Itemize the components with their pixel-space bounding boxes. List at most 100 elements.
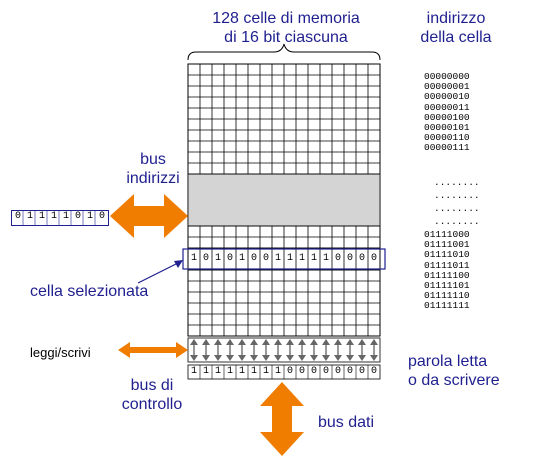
rw-arrow-up bbox=[286, 339, 294, 345]
memory-brace bbox=[187, 43, 381, 61]
address-entry: 00000110 bbox=[424, 132, 470, 144]
rw-arrow-up bbox=[202, 339, 210, 345]
data-bit: 1 bbox=[238, 366, 245, 377]
rw-arrow-up bbox=[214, 339, 222, 345]
address-entry: 01111101 bbox=[424, 280, 470, 292]
rw-arrow-down bbox=[262, 355, 270, 361]
data-bit: 1 bbox=[202, 366, 209, 377]
rw-arrow-up bbox=[358, 339, 366, 345]
data-bit: 0 bbox=[358, 366, 365, 377]
address-entry: 00000101 bbox=[424, 122, 470, 134]
address-bit: 1 bbox=[26, 211, 33, 222]
address-entry: 01111010 bbox=[424, 249, 470, 261]
data-bit: 1 bbox=[250, 366, 257, 377]
rw-arrow-down bbox=[274, 355, 282, 361]
address-bit: 0 bbox=[14, 211, 21, 222]
cell-bit: 1 bbox=[286, 253, 293, 264]
rw-arrow-down bbox=[214, 355, 222, 361]
address-bit: 0 bbox=[74, 211, 81, 222]
bus-controllo-label: bus di controllo bbox=[121, 377, 183, 413]
cell-bit: 0 bbox=[346, 253, 353, 264]
rw-arrow-up bbox=[226, 339, 234, 345]
data-register: 1 1 1 1 1 1 1 1 0 0 0 0 0 0 0 0 bbox=[188, 366, 380, 380]
rw-arrow-up bbox=[310, 339, 318, 345]
cell-bit: 0 bbox=[262, 253, 269, 264]
rw-arrow-down bbox=[310, 355, 318, 361]
data-bit: 0 bbox=[334, 366, 341, 377]
cell-bit: 0 bbox=[250, 253, 257, 264]
rw-arrow-down bbox=[250, 355, 258, 361]
data-bit: 1 bbox=[190, 366, 197, 377]
rw-arrow-up bbox=[262, 339, 270, 345]
data-bit: 1 bbox=[262, 366, 269, 377]
cell-bit: 1 bbox=[274, 253, 281, 264]
cell-bit: 1 bbox=[322, 253, 329, 264]
address-title: indirizzo della cella bbox=[420, 10, 492, 46]
address-dots: ........ ........ ........ ........ bbox=[434, 176, 480, 228]
selected-cell-highlight bbox=[182, 248, 386, 270]
data-bit: 0 bbox=[310, 366, 317, 377]
address-entry: 01111011 bbox=[424, 259, 470, 271]
cella-selezionata-label: cella selezionata bbox=[30, 283, 149, 300]
address-entry: 00000001 bbox=[424, 81, 470, 93]
address-bit: 1 bbox=[86, 211, 93, 222]
rw-arrow-down bbox=[370, 355, 378, 361]
address-entry: 00000011 bbox=[424, 101, 470, 113]
cell-bit: 1 bbox=[238, 253, 245, 264]
parola-label: parola letta o da scrivere bbox=[408, 353, 500, 389]
memory-gap-band bbox=[187, 173, 381, 227]
bus-indirizzi-label: bus indirizzi bbox=[126, 151, 180, 187]
data-bit: 0 bbox=[370, 366, 377, 377]
rw-arrow-up bbox=[298, 339, 306, 345]
leggi-scrivi-label: leggi/scrivi bbox=[30, 345, 91, 360]
address-entry: 00000010 bbox=[424, 91, 470, 103]
cell-bit: 0 bbox=[358, 253, 365, 264]
data-bit: 0 bbox=[322, 366, 329, 377]
rw-arrow-up bbox=[322, 339, 330, 345]
rw-arrow-up bbox=[346, 339, 354, 345]
cell-bit: 0 bbox=[202, 253, 209, 264]
selection-pointer-head bbox=[174, 260, 183, 268]
rw-arrow-up bbox=[274, 339, 282, 345]
rw-arrow-down bbox=[202, 355, 210, 361]
bus-dati-label: bus dati bbox=[318, 414, 375, 431]
address-entry: 01111000 bbox=[424, 229, 470, 240]
data-bit: 1 bbox=[274, 366, 281, 377]
cell-bit: 1 bbox=[298, 253, 305, 264]
cell-bit: 0 bbox=[334, 253, 341, 264]
rw-arrow-up bbox=[250, 339, 258, 345]
rw-arrow-down bbox=[190, 355, 198, 361]
data-bit: 1 bbox=[214, 366, 221, 377]
address-bus-arrow bbox=[110, 194, 188, 238]
rw-arrow-down bbox=[286, 355, 294, 361]
address-bit: 1 bbox=[50, 211, 57, 222]
address-entry: 00000100 bbox=[424, 111, 470, 123]
rw-arrow-up bbox=[370, 339, 378, 345]
address-list-top: 00000000 00000001 00000010 00000011 0000… bbox=[424, 71, 470, 154]
address-entry: 01111111 bbox=[424, 300, 470, 312]
data-bit: 0 bbox=[346, 366, 353, 377]
address-entry: 01111001 bbox=[424, 239, 470, 251]
address-entry: 01111110 bbox=[424, 290, 470, 302]
address-bit: 1 bbox=[38, 211, 45, 222]
rw-arrow-up bbox=[238, 339, 246, 345]
data-bit: 0 bbox=[286, 366, 293, 377]
rw-arrow-down bbox=[346, 355, 354, 361]
cell-bit: 0 bbox=[370, 253, 377, 264]
rw-arrow-up bbox=[190, 339, 198, 345]
data-bit: 1 bbox=[226, 366, 233, 377]
cell-bit: 1 bbox=[190, 253, 197, 264]
ellipsis: ........ bbox=[434, 203, 480, 214]
ellipsis: ........ bbox=[434, 216, 480, 227]
address-entry: 01111100 bbox=[424, 269, 470, 281]
rw-arrow-down bbox=[238, 355, 246, 361]
rw-arrow-up bbox=[334, 339, 342, 345]
rw-arrow-down bbox=[358, 355, 366, 361]
data-bus-arrow bbox=[260, 382, 304, 456]
rw-arrow-down bbox=[298, 355, 306, 361]
address-entry: 00000000 bbox=[424, 71, 470, 82]
cell-bit: 0 bbox=[226, 253, 233, 264]
address-list-bottom: 01111000 01111001 01111010 01111011 0111… bbox=[424, 229, 470, 312]
ellipsis: ........ bbox=[434, 177, 480, 188]
